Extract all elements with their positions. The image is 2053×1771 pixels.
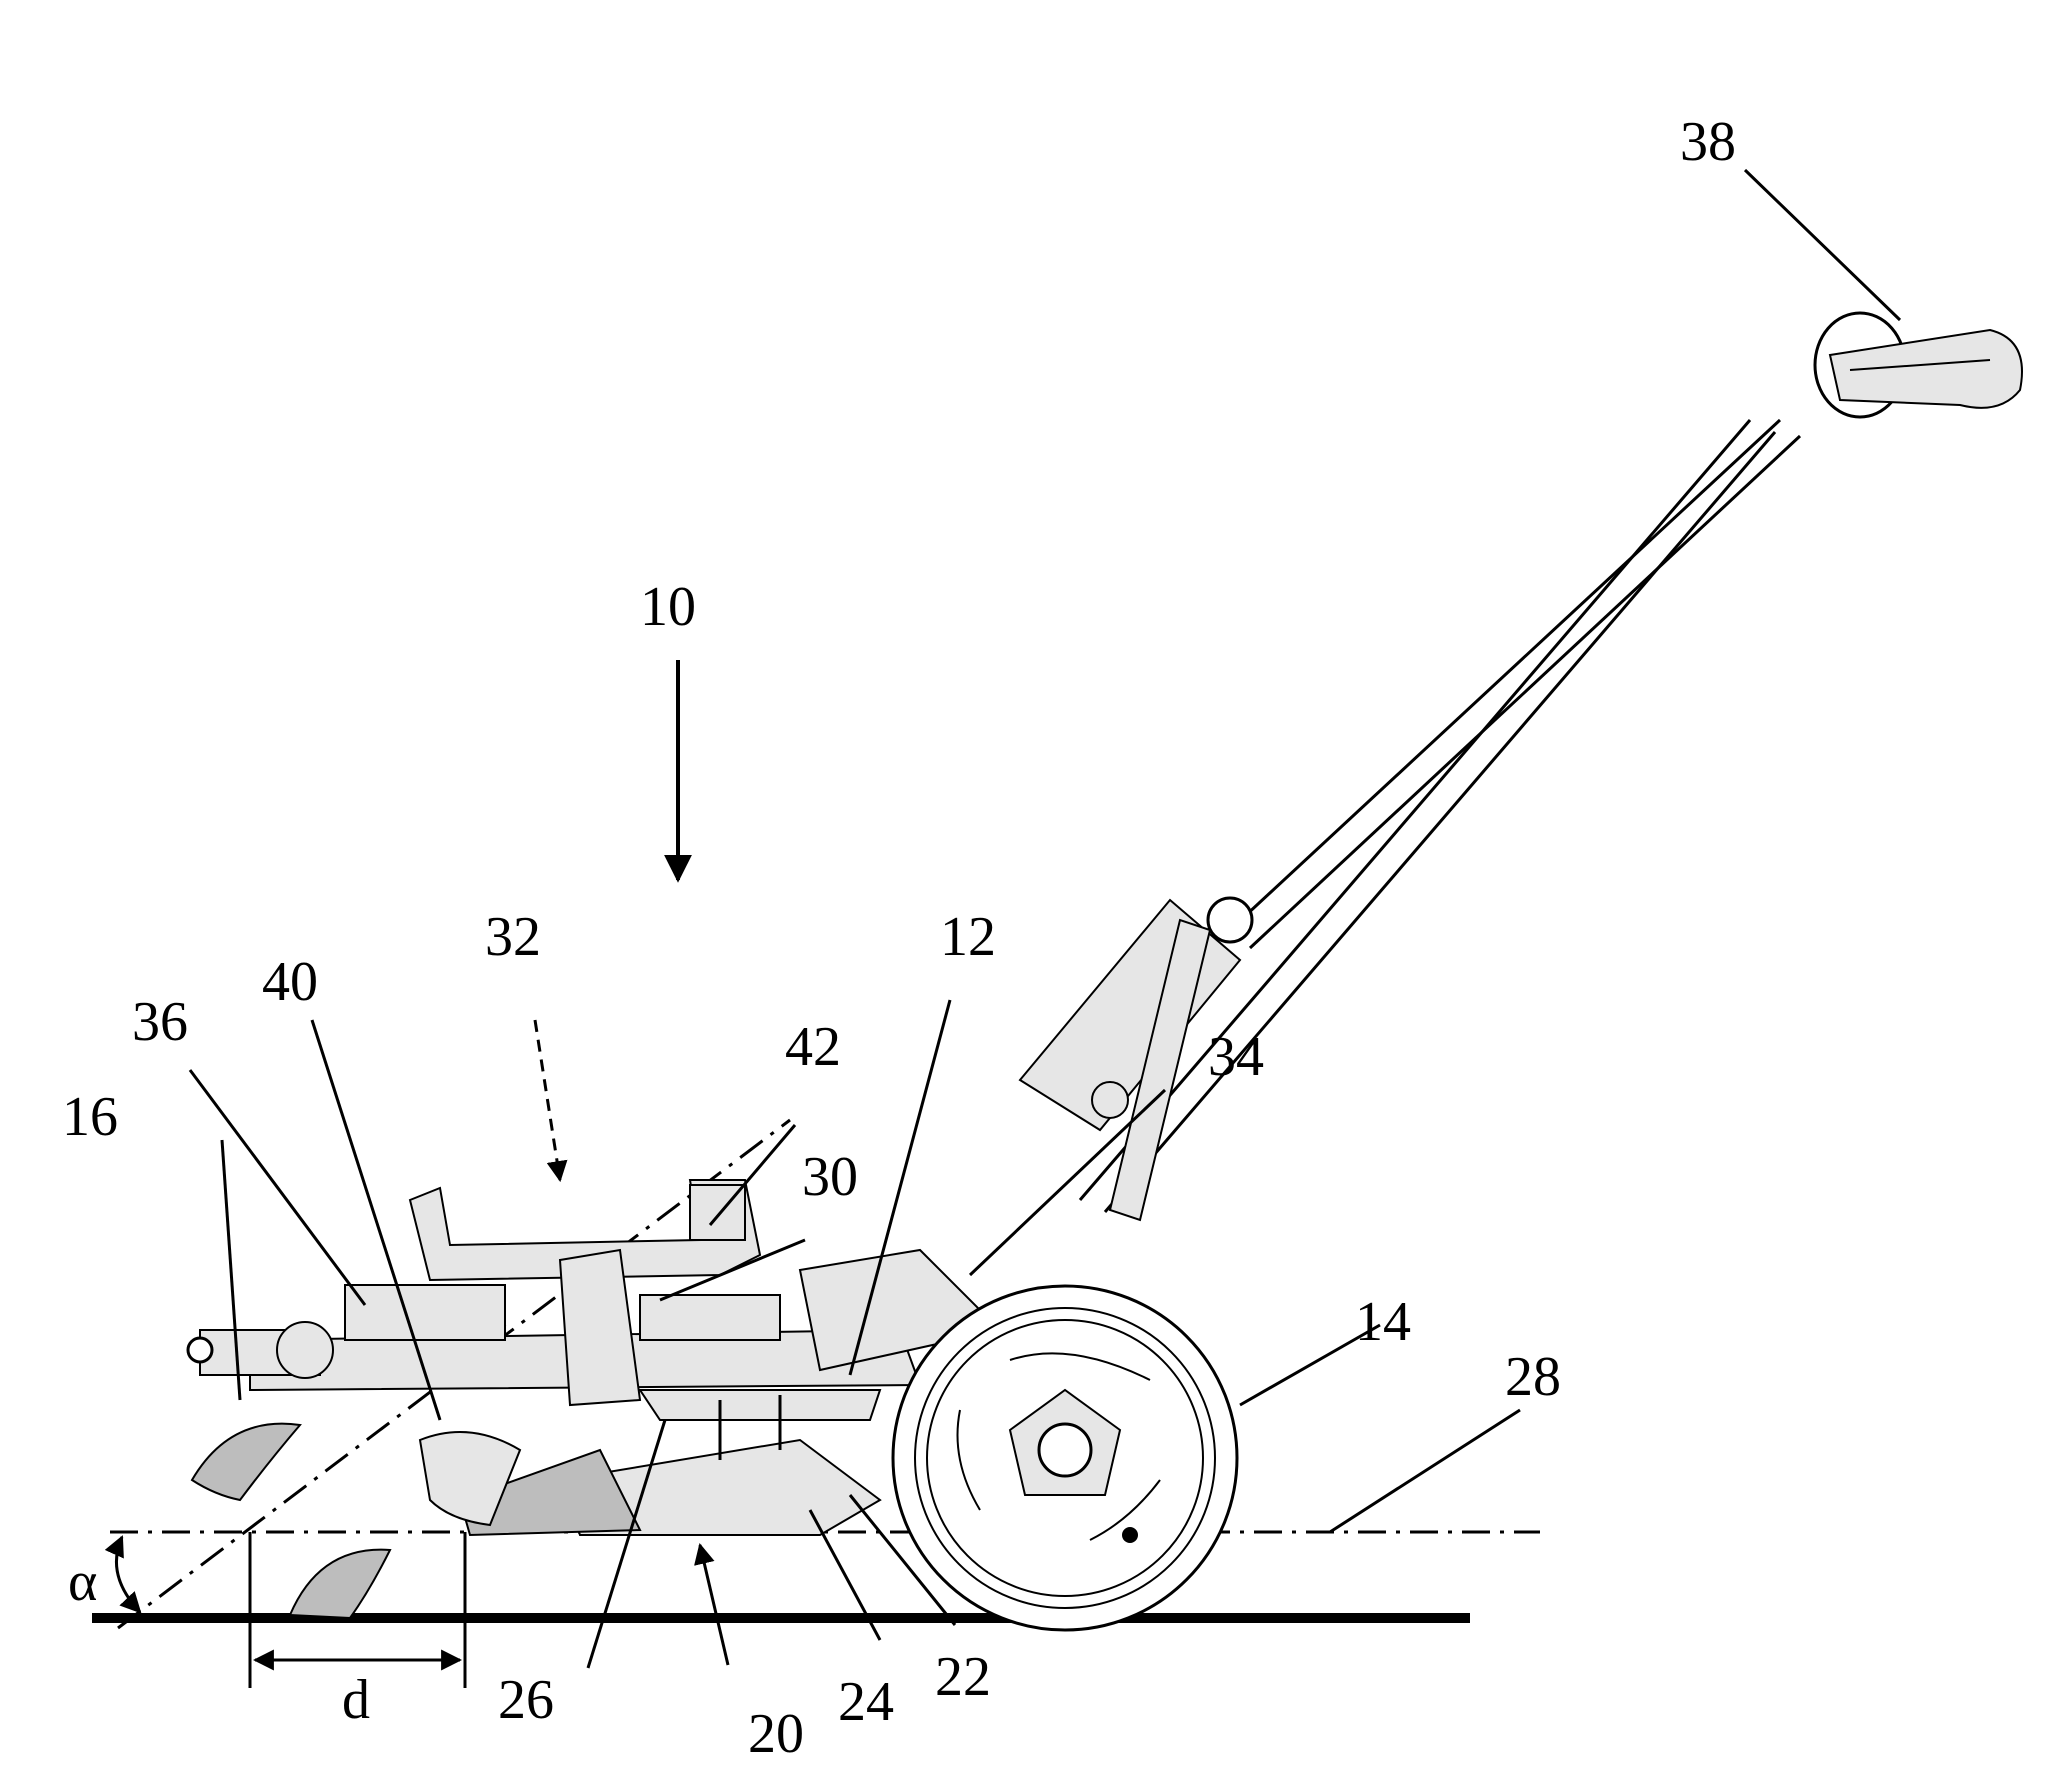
label-22: 22 — [935, 1646, 991, 1708]
label-34: 34 — [1208, 1026, 1264, 1088]
label-d: d — [342, 1669, 370, 1731]
label-24: 24 — [838, 1671, 894, 1733]
label-20: 20 — [748, 1703, 804, 1765]
handle-grip — [1815, 313, 2022, 417]
arrow-32 — [535, 1020, 560, 1180]
rear-wheel — [893, 1286, 1237, 1630]
label-10: 10 — [640, 576, 696, 638]
label-40: 40 — [262, 951, 318, 1013]
leader-28 — [1330, 1410, 1520, 1532]
label-38: 38 — [1680, 111, 1736, 173]
label-32: 32 — [485, 906, 541, 968]
label-30: 30 — [802, 1146, 858, 1208]
label-26: 26 — [498, 1669, 554, 1731]
label-28: 28 — [1505, 1346, 1561, 1408]
label-12: 12 — [940, 906, 996, 968]
label-42: 42 — [785, 1016, 841, 1078]
handle-assembly — [1020, 313, 2022, 1220]
label-alpha: α — [68, 1551, 97, 1613]
leader-38 — [1745, 170, 1900, 320]
label-14: 14 — [1355, 1291, 1411, 1353]
label-36: 36 — [132, 991, 188, 1053]
label-16: 16 — [62, 1086, 118, 1148]
leader-42 — [710, 1125, 795, 1225]
angle-arc — [116, 1537, 140, 1612]
arrow-20 — [700, 1545, 728, 1665]
engine-housing — [345, 1285, 505, 1340]
front-tine — [192, 1424, 520, 1618]
